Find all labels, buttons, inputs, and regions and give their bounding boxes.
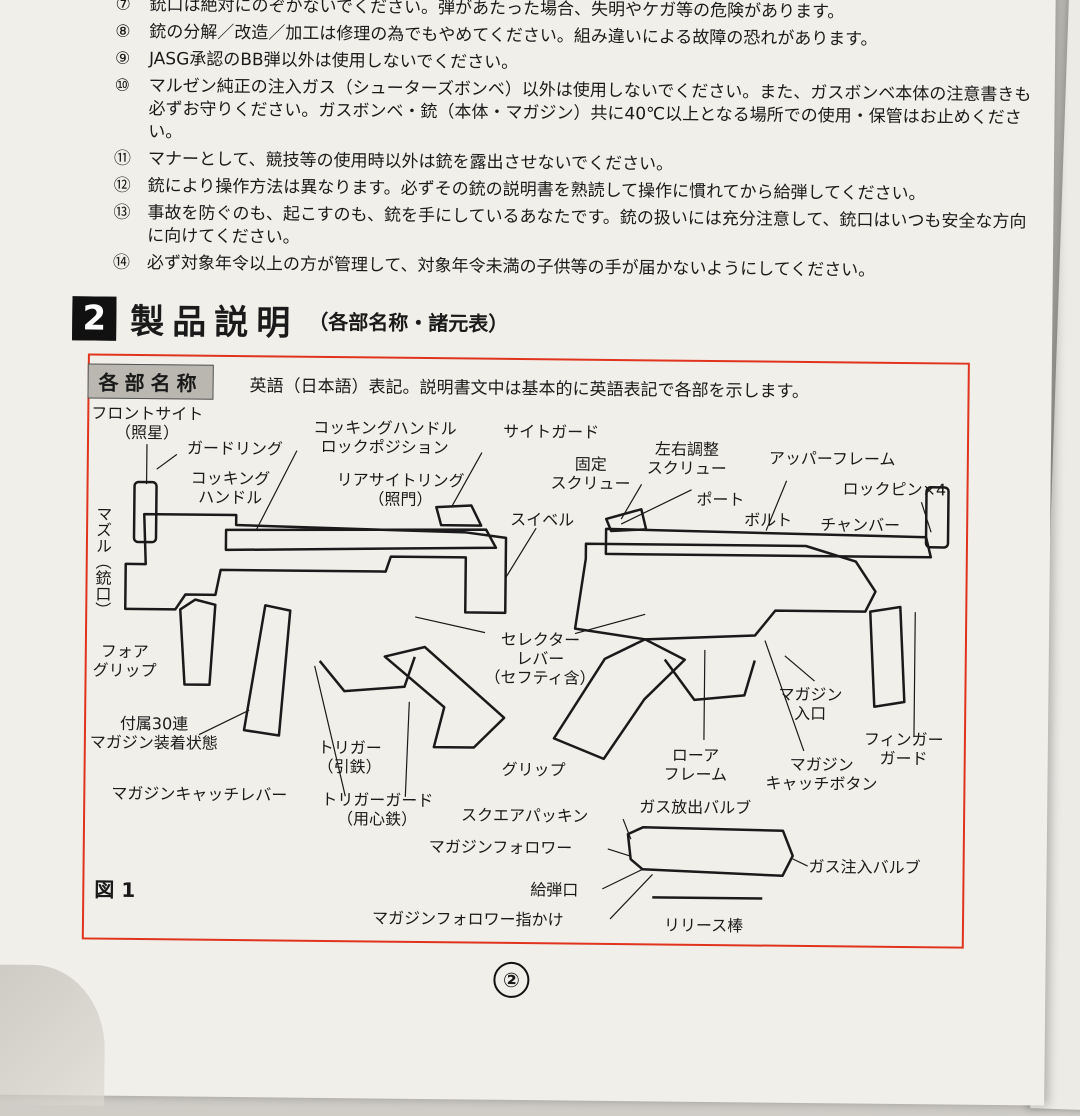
- rule-number: ⑨: [115, 48, 149, 71]
- page-fold-shadow: [0, 964, 106, 1105]
- label-fixed-screw: 固定スクリュー: [551, 454, 631, 493]
- label-trigger: トリガー（引鉄）: [318, 738, 382, 777]
- label-mag-catch-button: マガジンキャッチボタン: [765, 755, 877, 794]
- label-bolt: ボルト: [744, 510, 792, 530]
- label-chamber: チャンバー: [820, 515, 900, 535]
- label-grip: グリップ: [501, 760, 565, 780]
- left-gun-upper: [226, 527, 496, 553]
- rule-text: 事故を防ぐのも、起こすのも、銃を手にしているあなたです。銃の扱いには充分注意して…: [147, 202, 1033, 257]
- rule-number: ⑩: [114, 75, 149, 144]
- section-title: 製品説明: [130, 294, 299, 345]
- label-lock-pin: ロックピン×4: [842, 479, 946, 499]
- label-mag-catch-lever: マガジンキャッチレバー: [111, 784, 287, 805]
- label-swivel: スイベル: [510, 510, 574, 530]
- label-trigger-guard: トリガーガード（用心鉄）: [321, 790, 433, 829]
- label-lr-screw: 左右調整スクリュー: [647, 439, 727, 478]
- magazine-detail: [628, 827, 793, 876]
- label-finger-guard: フィンガーガード: [864, 730, 944, 769]
- section-subtitle: （各部名称・諸元表）: [308, 306, 508, 337]
- right-gun-fore-grip: [869, 607, 905, 707]
- rule-number: ⑧: [115, 21, 149, 44]
- left-gun-magazine: [244, 605, 290, 735]
- left-gun-trigger-guard: [319, 656, 414, 692]
- label-mag-follower: マガジンフォロワー: [429, 837, 573, 858]
- label-guard-ring: ガードリング: [187, 439, 283, 459]
- label-lower-frame: ローアフレーム: [663, 746, 727, 785]
- label-gas-release-valve: ガス放出バルブ: [639, 797, 751, 817]
- label-magazine-30: 付属30連マガジン装着状態: [90, 714, 218, 753]
- label-mag-follower-hook: マガジンフォロワー指かけ: [372, 908, 564, 929]
- rule-number: ⑬: [113, 202, 147, 248]
- rule-text: マルゼン純正の注入ガス（シューターズボンベ）以外は使用しないでください。また、ガ…: [148, 75, 1035, 153]
- section-number: 2: [72, 296, 116, 340]
- rule-number: ⑦: [115, 0, 149, 17]
- right-gun-receiver: [575, 544, 876, 642]
- label-feed-port: 給弾口: [530, 880, 578, 900]
- section-heading: 2 製品説明 （各部名称・諸元表）: [72, 293, 508, 347]
- label-front-sight: フロントサイト（照星）: [91, 404, 203, 443]
- rule-text: 必ず対象年令以上の方が管理して、対象年令未満の子供等の手が届かないようにしてくだ…: [147, 252, 1033, 284]
- label-fore-grip: フォアグリップ: [93, 642, 157, 681]
- label-cocking-handle: コッキングハンドル: [190, 469, 270, 508]
- label-sight-guard: サイトガード: [503, 422, 599, 442]
- rule-number: ⑫: [114, 175, 148, 198]
- left-gun-fore-grip: [179, 599, 215, 684]
- label-port: ポート: [696, 490, 744, 510]
- release-rod-line: [652, 897, 762, 898]
- label-upper-frame: アッパーフレーム: [769, 449, 896, 469]
- page-number: ②: [493, 962, 529, 998]
- label-selector: セレクターレバー（セフティ含）: [484, 630, 596, 688]
- parts-name-label: 各部名称: [87, 363, 213, 399]
- figure-label: 図 1: [94, 874, 135, 903]
- rule-number: ⑪: [114, 148, 148, 171]
- label-release-rod: リリース棒: [664, 916, 743, 936]
- label-cocking-lock: コッキングハンドルロックポジション: [313, 418, 457, 458]
- label-muzzle: マズル（銃口）: [89, 505, 114, 617]
- label-mag-inlet: マガジン入口: [778, 685, 842, 724]
- label-gas-inject-valve: ガス注入バルブ: [808, 857, 920, 877]
- label-square-packing: スクエアパッキン: [461, 805, 588, 825]
- rule-number: ⑭: [113, 252, 147, 275]
- label-rear-sight-ring: リアサイトリング（照門）: [336, 470, 464, 509]
